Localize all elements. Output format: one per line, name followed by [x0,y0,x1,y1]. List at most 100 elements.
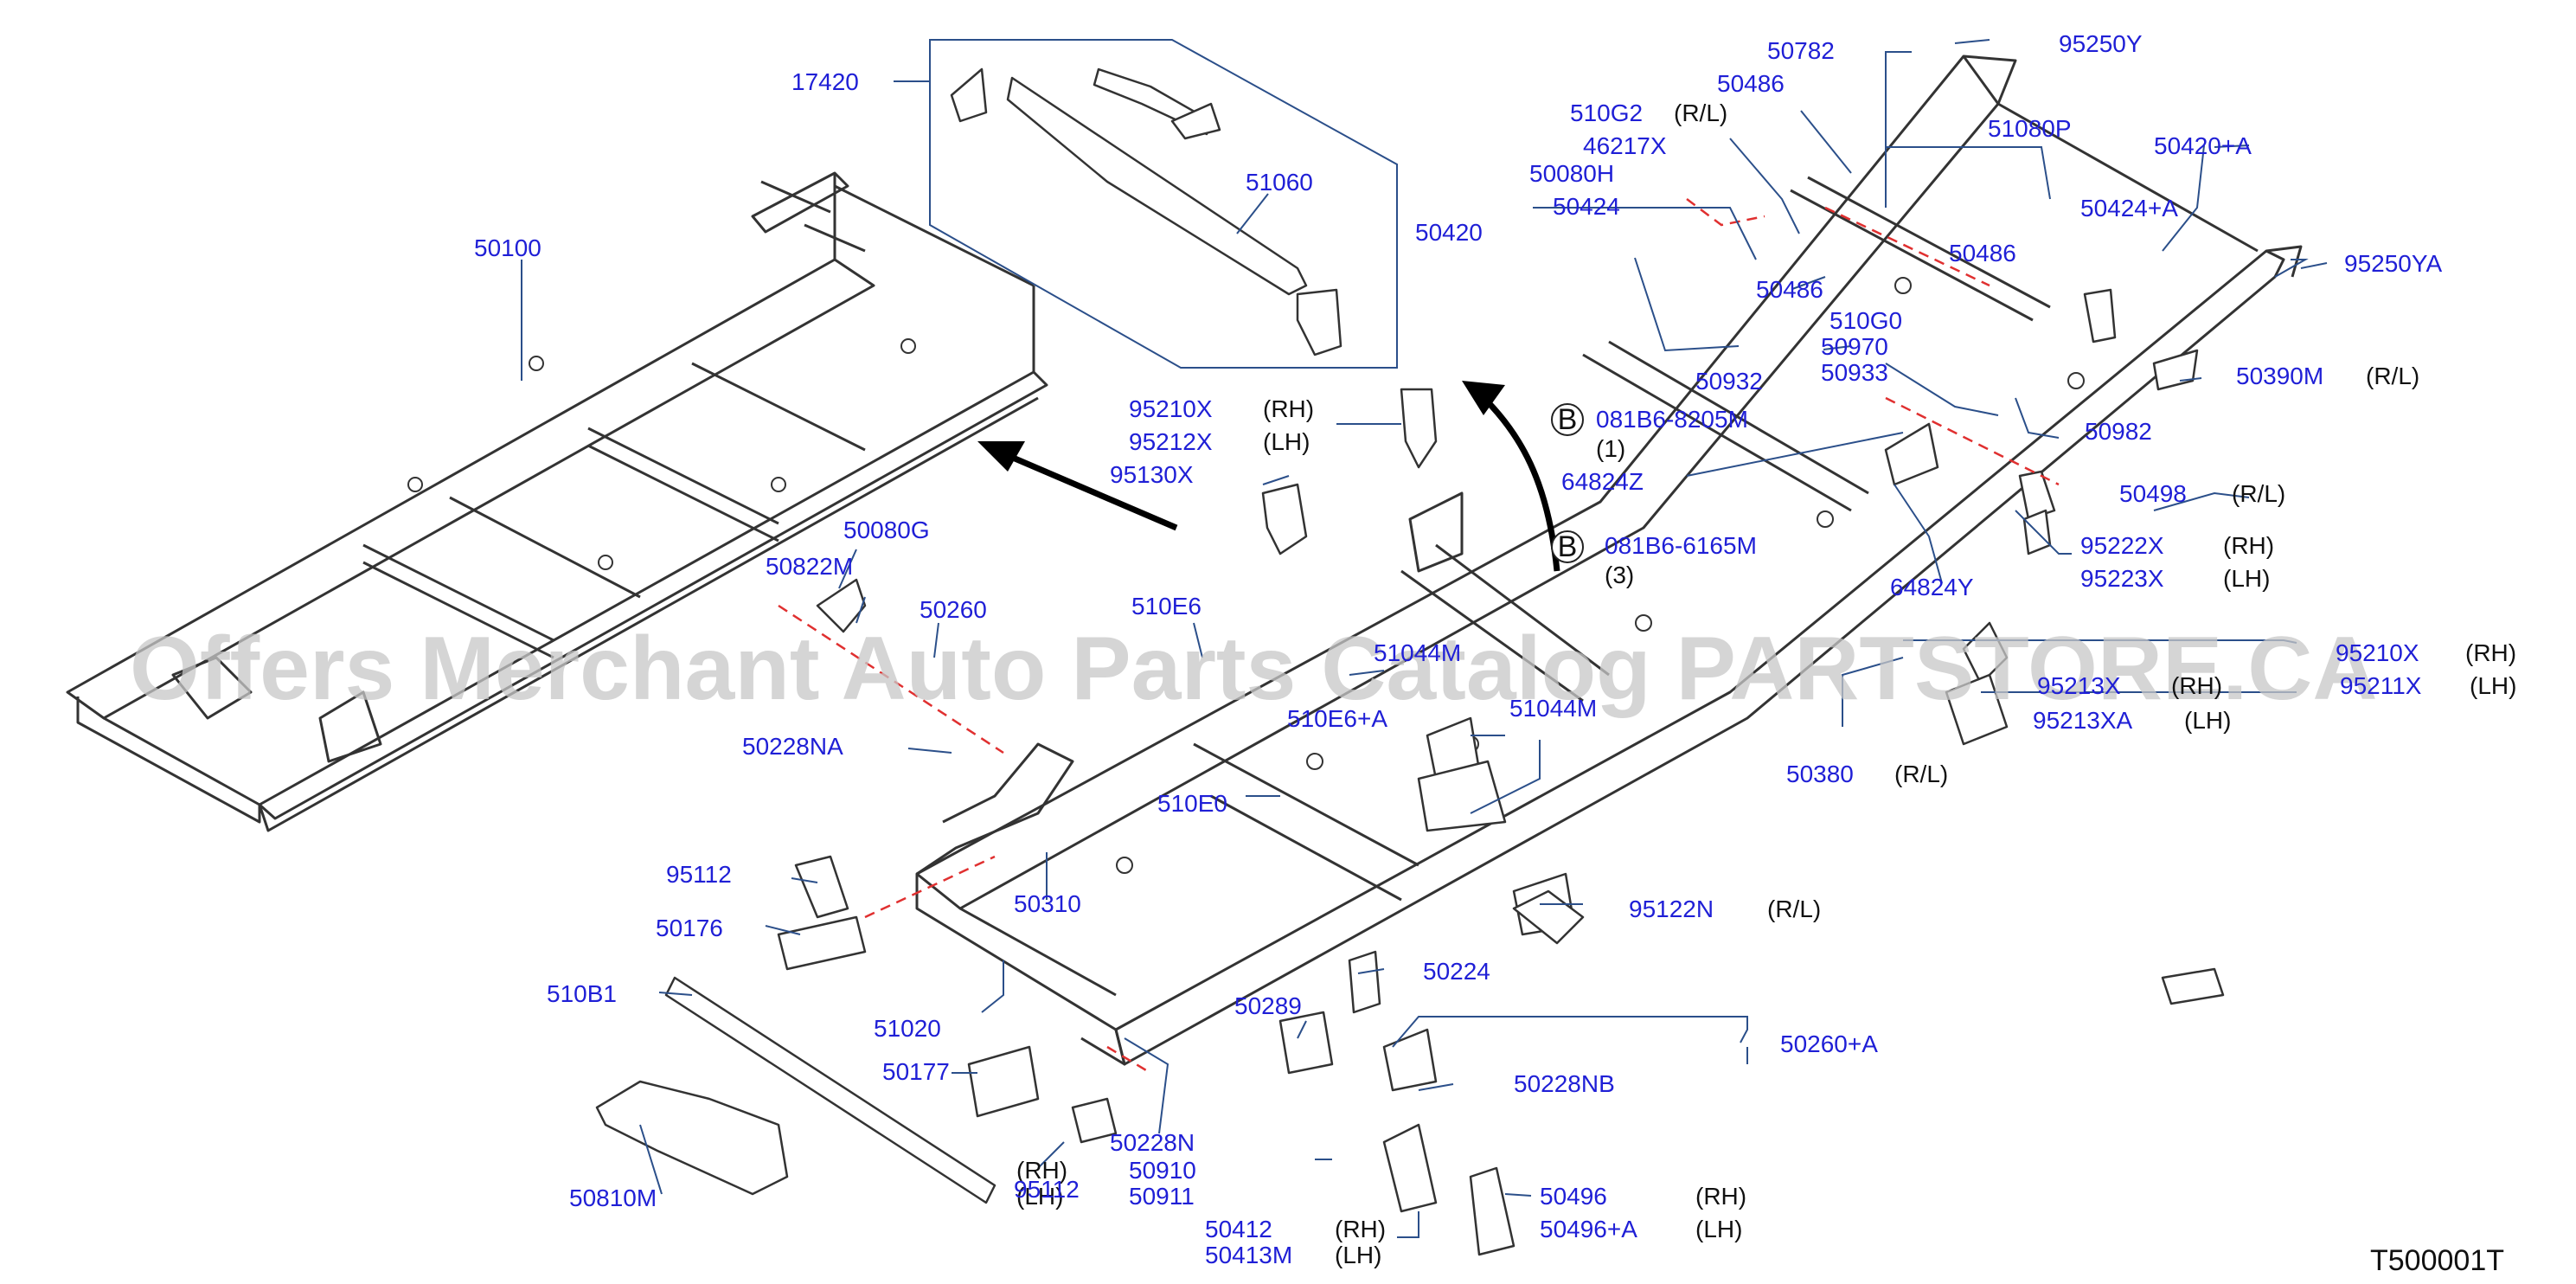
part-number-50310[interactable]: 50310 [1014,890,1081,917]
part-number-50228n[interactable]: 50228N [1110,1129,1195,1156]
inset-box [929,39,1398,369]
side-indicator: (R/L) [2232,480,2285,507]
part-number-95212x[interactable]: 95212X [1129,428,1213,455]
side-indicator: (RH) [1016,1157,1067,1184]
part-number-95112[interactable]: 95112 [1014,1176,1080,1203]
side-indicator: (LH) [1695,1216,1742,1242]
part-number-510b1[interactable]: 510B1 [547,980,617,1007]
frame-assembly-left [66,171,1048,832]
part-number-50970[interactable]: 50970 [1821,333,1888,360]
part-number-510e6-a[interactable]: 510E6+A [1287,705,1387,732]
side-indicator: (RH) [2465,639,2516,666]
part-number-51044m[interactable]: 51044M [1374,639,1461,666]
part-number-50228na[interactable]: 50228NA [742,733,843,760]
bracket-parts [777,288,2225,1256]
part-number-50413m[interactable]: 50413M [1205,1242,1292,1268]
part-number-50810m[interactable]: 50810M [569,1184,657,1211]
part-number-95210x[interactable]: 95210X [2336,639,2419,666]
part-number-95112[interactable]: 95112 [666,861,732,888]
part-number-081b6-8205m[interactable]: 081B6-8205M [1596,406,1748,433]
part-number-50080h[interactable]: 50080H [1529,160,1614,187]
side-indicator: (RH) [2223,532,2274,559]
part-number-95122n[interactable]: 95122N [1629,896,1714,922]
part-number-50910[interactable]: 50910 [1129,1157,1196,1184]
part-number-95213xa[interactable]: 95213XA [2033,707,2133,734]
part-number-95250ya[interactable]: 95250YA [2344,250,2442,277]
side-indicator: (LH) [2184,707,2231,734]
part-number-50496[interactable]: 50496 [1540,1183,1607,1210]
side-indicator: (RH) [1335,1216,1386,1242]
side-indicator: (R/L) [1767,896,1821,922]
part-number-510g2[interactable]: 510G2 [1570,100,1643,126]
part-number-50982[interactable]: 50982 [2085,418,2152,445]
part-number-50260-a[interactable]: 50260+A [1780,1030,1878,1057]
part-number-95222x[interactable]: 95222X [2080,532,2164,559]
part-number-50932[interactable]: 50932 [1695,368,1763,395]
marker-b-1: B [1558,403,1578,436]
part-number-50176[interactable]: 50176 [656,915,723,941]
part-number-50496-a[interactable]: 50496+A [1540,1216,1637,1242]
part-number-081b6-6165m[interactable]: 081B6-6165M [1605,532,1757,559]
part-number-50486[interactable]: 50486 [1949,240,2016,266]
part-number-51044m[interactable]: 51044M [1509,695,1597,722]
part-number-50420[interactable]: 50420 [1415,219,1483,246]
part-number-50911[interactable]: 50911 [1129,1183,1195,1210]
part-labels: 17420 51060 50100 50420 95210X (RH) 95212X (LH)… [474,30,2516,1268]
part-number-17420[interactable]: 17420 [791,68,859,95]
quantity-indicator: (1) [1596,435,1625,462]
part-number-50424-a[interactable]: 50424+A [2080,195,2178,221]
part-number-95130x[interactable]: 95130X [1110,461,1194,488]
part-number-50420-a[interactable]: 50420+A [2154,132,2252,159]
part-number-50498[interactable]: 50498 [2119,480,2187,507]
part-number-95213x[interactable]: 95213X [2037,672,2121,699]
part-number-50412[interactable]: 50412 [1205,1216,1272,1242]
part-number-50100[interactable]: 50100 [474,234,541,261]
side-indicator: (R/L) [1674,100,1727,126]
part-number-50486[interactable]: 50486 [1717,70,1785,97]
part-number-46217x[interactable]: 46217X [1583,132,1667,159]
side-indicator: (R/L) [2366,363,2419,389]
side-indicator: (LH) [1016,1183,1063,1210]
part-number-95211x[interactable]: 95211X [2340,672,2422,699]
part-number-50933[interactable]: 50933 [1821,359,1888,386]
part-number-50486[interactable]: 50486 [1756,276,1823,303]
part-number-50390m[interactable]: 50390M [2236,363,2323,389]
marker-b-2: B [1558,530,1578,563]
part-number-50782[interactable]: 50782 [1767,37,1835,64]
part-number-64824y[interactable]: 64824Y [1890,574,1974,600]
side-indicator: (LH) [1335,1242,1381,1268]
part-number-64824z[interactable]: 64824Z [1561,468,1644,495]
part-number-50080g[interactable]: 50080G [843,517,930,543]
lower-parts [595,976,996,1204]
part-number-50224[interactable]: 50224 [1423,958,1490,985]
side-indicator: (RH) [2171,672,2222,699]
part-number-51080p[interactable]: 51080P [1988,115,2072,142]
part-number-50228nb[interactable]: 50228NB [1514,1070,1615,1097]
side-indicator: (LH) [2470,672,2516,699]
part-number-51020[interactable]: 51020 [874,1015,941,1042]
part-number-510e6[interactable]: 510E6 [1131,593,1201,620]
part-number-51060[interactable]: 51060 [1246,169,1313,196]
part-number-510g0[interactable]: 510G0 [1829,307,1902,334]
part-number-50177[interactable]: 50177 [882,1058,950,1085]
frame-assembly-main [915,55,2303,1066]
side-indicator: (RH) [1695,1183,1746,1210]
quantity-indicator: (3) [1605,562,1634,588]
side-indicator: (LH) [1263,428,1310,455]
leader-lines [521,39,2328,1238]
part-number-510e0[interactable]: 510E0 [1157,790,1227,817]
watermark: Offers Merchant Auto Parts Catalog PARTS… [130,619,2377,719]
part-number-50260[interactable]: 50260 [920,596,987,623]
part-number-95210x[interactable]: 95210X [1129,395,1213,422]
alignment-lines [778,198,2060,1075]
part-number-50289[interactable]: 50289 [1234,992,1302,1019]
part-number-50380[interactable]: 50380 [1786,761,1854,787]
part-number-95223x[interactable]: 95223X [2080,565,2164,592]
part-number-50822m[interactable]: 50822M [766,553,853,580]
side-indicator: (RH) [1263,395,1314,422]
part-number-50424[interactable]: 50424 [1553,193,1620,220]
circle-markers: B B [1551,403,1584,563]
side-indicator: (R/L) [1894,761,1948,787]
part-number-95250y[interactable]: 95250Y [2059,30,2143,57]
